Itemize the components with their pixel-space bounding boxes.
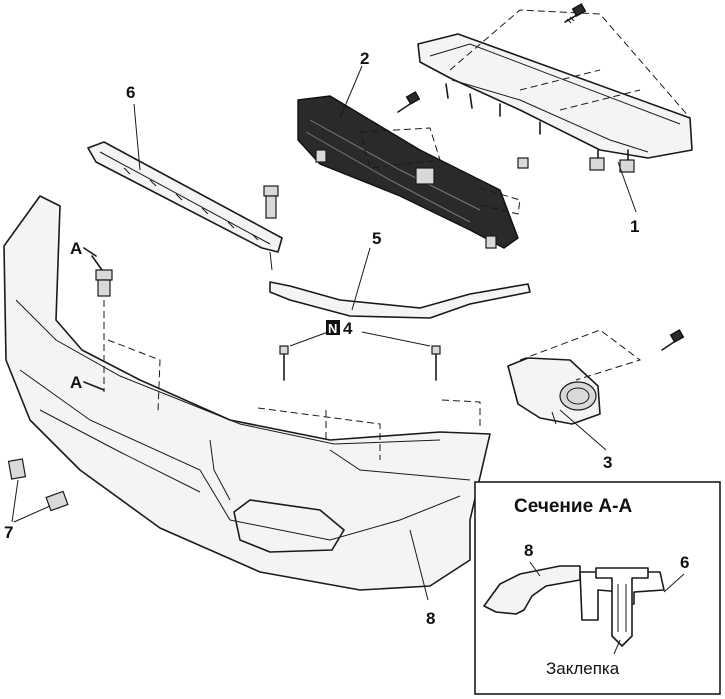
rivet-label: Заклепка	[546, 659, 620, 678]
screw-icon	[397, 91, 421, 113]
bumper-cover-section-icon	[483, 565, 581, 615]
rivet-section-icon	[595, 567, 649, 647]
section-marker-a-label: A	[70, 239, 82, 258]
section-inset: Сечение А-А 8 6 Заклепка	[474, 481, 721, 695]
callout-1: 1	[630, 217, 639, 236]
callout-8: 8	[426, 609, 435, 628]
callout-5: 5	[372, 229, 381, 248]
clip-icon	[517, 157, 529, 169]
screw-icon	[661, 329, 685, 351]
splash-shield-icon	[417, 9, 693, 173]
clip-icon	[45, 490, 69, 512]
screw-icon	[564, 3, 587, 24]
callout-2: 2	[360, 49, 369, 68]
bumper-reinforcement-icon	[87, 141, 283, 253]
callout-6: 6	[126, 83, 135, 102]
rivet-icon	[279, 345, 289, 381]
fog-lamp-bezel-icon	[507, 357, 601, 425]
callout-3: 3	[603, 453, 612, 472]
section-inset-title: Сечение А-А	[514, 496, 632, 517]
section-label-6: 6	[680, 553, 689, 572]
section-label-8: 8	[524, 541, 533, 560]
radiator-grille-icon	[297, 95, 519, 249]
callout-7: 7	[4, 523, 13, 542]
rivet-icon	[431, 345, 441, 381]
section-marker-a-top	[91, 255, 113, 392]
bumper-cover-icon	[3, 195, 491, 591]
section-marker-a-arrow-label: A	[70, 373, 82, 392]
trim-strip-icon	[269, 281, 531, 319]
bolt-icon	[263, 185, 279, 219]
callout-4-symbol: N	[328, 321, 337, 336]
callout-4-value: 4	[343, 319, 353, 338]
clip-icon	[7, 458, 27, 480]
